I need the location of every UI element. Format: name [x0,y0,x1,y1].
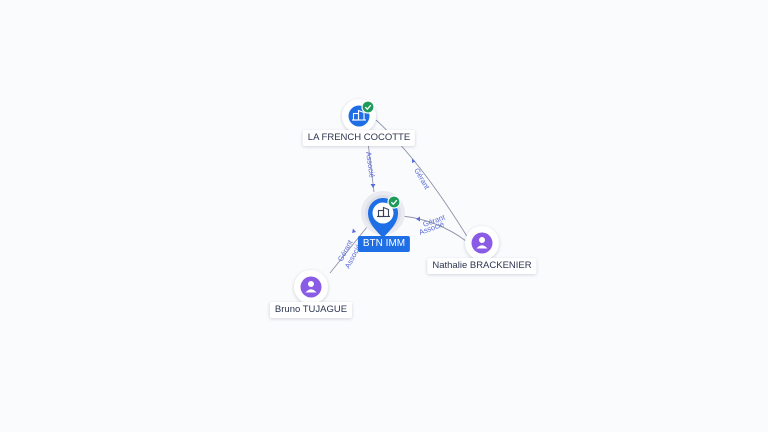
node-label-la-french-cocotte[interactable]: LA FRENCH COCOTTE [302,130,416,146]
edge-nathalie-cocotte[interactable] [375,119,469,239]
node-bruno-tujague[interactable] [294,270,328,304]
edges [329,119,469,274]
node-label-nathalie-brackenier[interactable]: Nathalie BRACKENIER [427,258,537,274]
node-nathalie-brackenier[interactable] [465,226,499,260]
arrow-icon [370,184,376,188]
arrow-icon [416,216,420,222]
node-la-french-cocotte[interactable] [342,99,376,133]
person-icon [305,281,317,293]
arrow-icon [412,158,416,163]
building-icon [377,206,390,218]
edge-arrows [352,158,420,233]
verified-check-icon [387,195,401,209]
person-icon [476,237,488,249]
verified-check-icon [361,100,375,114]
edge-label-cocotte-btn: Associé [364,151,377,178]
edge-bruno-btn[interactable] [329,221,372,274]
node-label-bruno-tujague[interactable]: Bruno TUJAGUE [269,302,353,318]
edge-nathalie-btn[interactable] [401,215,467,242]
edge-label-nathalie-cocotte: Gérant [412,167,432,192]
building-icon [352,109,366,121]
node-btn-imm[interactable] [361,191,405,238]
node-label-btn-imm[interactable]: BTN IMM [357,236,411,252]
arrow-icon [352,228,356,233]
